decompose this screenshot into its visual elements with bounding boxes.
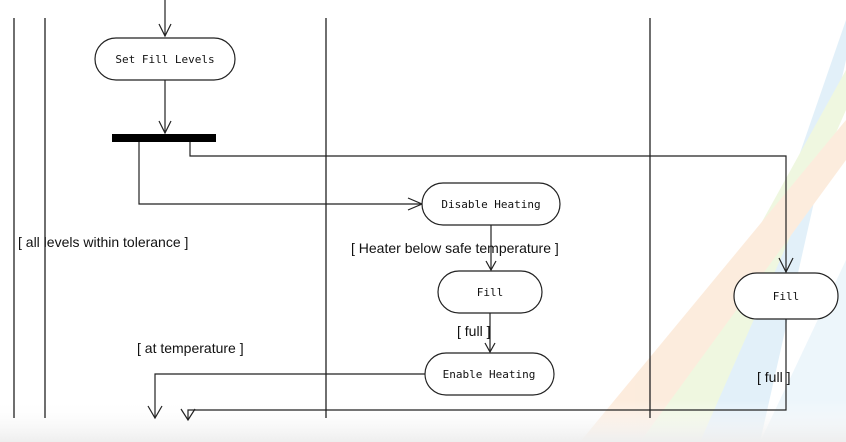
center-fill-node[interactable]: Fill bbox=[437, 270, 543, 314]
guard-all-levels: [ all levels within tolerance ] bbox=[18, 234, 188, 250]
set-fill-levels-node[interactable]: Set Fill Levels bbox=[94, 37, 236, 81]
guard-heater-below: [ Heater below safe temperature ] bbox=[351, 240, 559, 256]
guard-full-right: [ full ] bbox=[757, 369, 790, 385]
right-fill-arrowhead bbox=[778, 257, 794, 274]
edge-fork-to-disable-heating bbox=[138, 142, 422, 205]
enable-heating-arrowhead bbox=[484, 342, 496, 354]
join-right-arrowhead bbox=[180, 408, 196, 422]
bottom-fade bbox=[0, 400, 846, 442]
right-fill-label: Fill bbox=[773, 290, 800, 303]
join-left-arrowhead bbox=[147, 405, 163, 420]
disable-heating-node[interactable]: Disable Heating bbox=[421, 182, 561, 226]
guard-at-temperature: [ at temperature ] bbox=[137, 340, 244, 356]
right-fill-node[interactable]: Fill bbox=[733, 272, 839, 320]
enable-heating-label: Enable Heating bbox=[443, 368, 536, 381]
center-fill-arrowhead bbox=[485, 260, 497, 272]
guard-full-center: [ full ] bbox=[457, 323, 490, 339]
enable-heating-node[interactable]: Enable Heating bbox=[424, 352, 555, 396]
incoming-arrowhead bbox=[158, 23, 172, 38]
fork-bar bbox=[112, 134, 216, 142]
disable-heating-label: Disable Heating bbox=[441, 198, 540, 211]
edge-enable-to-join bbox=[154, 373, 425, 418]
center-fill-label: Fill bbox=[477, 286, 504, 299]
fork-arrowhead bbox=[158, 120, 172, 135]
edge-right-fill-to-join bbox=[187, 319, 787, 420]
edge-fork-to-right-fill bbox=[189, 142, 787, 272]
watermark-stripes bbox=[580, 20, 846, 442]
set-fill-levels-label: Set Fill Levels bbox=[115, 53, 214, 66]
